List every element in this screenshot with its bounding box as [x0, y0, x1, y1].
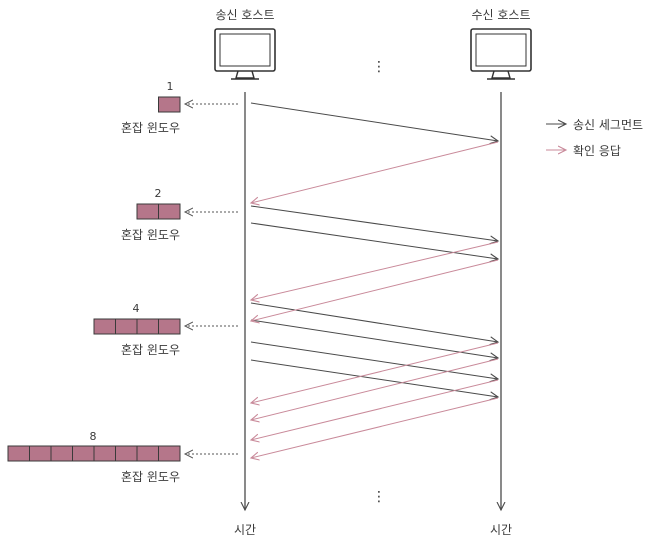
window-label-8: 혼잡 윈도우: [120, 470, 180, 484]
ack-arrow: [251, 397, 499, 458]
segment-arrow: [250, 359, 498, 397]
window-cell: [115, 318, 138, 335]
segment-arrow: [250, 302, 498, 342]
segment-arrow: [250, 102, 498, 141]
window-size-2: 2: [154, 187, 162, 200]
window-cell: [136, 203, 159, 220]
legend-ack-label: 확인 응답: [573, 144, 621, 158]
sender-monitor-icon: [214, 28, 276, 80]
window-cell: [7, 445, 30, 462]
window-label-1: 혼잡 윈도우: [120, 121, 180, 135]
segment-arrow: [250, 319, 498, 358]
window-cell: [29, 445, 52, 462]
congestion-window-boxes: [7, 96, 181, 462]
window-size-1: 1: [166, 80, 174, 93]
window-cell: [50, 445, 73, 462]
window-size-8: 8: [89, 430, 97, 443]
receiver-monitor-icon: [470, 28, 532, 80]
segment-arrow: [250, 205, 498, 241]
window-cell: [115, 445, 138, 462]
ellipsis-bottom: ⋮: [372, 489, 386, 505]
receiver-host-label: 수신 호스트: [471, 8, 531, 22]
window-label-4: 혼잡 윈도우: [120, 343, 180, 357]
window-cell: [158, 203, 181, 220]
ack-arrow: [251, 141, 499, 203]
window-cell: [93, 318, 116, 335]
legend-segment-label: 송신 세그먼트: [573, 118, 644, 132]
ack-arrow: [251, 259, 499, 321]
window-cell: [158, 318, 181, 335]
window-cell: [93, 445, 116, 462]
window-cell: [136, 318, 159, 335]
segment-arrow: [250, 222, 498, 259]
ellipsis-top: ⋮: [372, 59, 386, 75]
sender-host-label: 송신 호스트: [215, 8, 275, 22]
ack-arrow: [251, 358, 499, 420]
receiver-time-label: 시간: [489, 523, 513, 537]
ack-arrow: [251, 379, 499, 440]
window-size-4: 4: [132, 302, 140, 315]
ack-arrow: [251, 241, 499, 300]
ack-arrow: [251, 342, 499, 403]
window-cell: [72, 445, 95, 462]
window-pointers: [185, 104, 238, 454]
legend: [546, 124, 566, 150]
window-cell: [136, 445, 159, 462]
window-cell: [158, 96, 181, 113]
segment-arrows: [250, 102, 498, 397]
window-label-2: 혼잡 윈도우: [120, 228, 180, 242]
window-cell: [158, 445, 181, 462]
segment-arrow: [250, 341, 498, 379]
ack-arrows: [251, 141, 499, 458]
sender-time-label: 시간: [233, 523, 257, 537]
